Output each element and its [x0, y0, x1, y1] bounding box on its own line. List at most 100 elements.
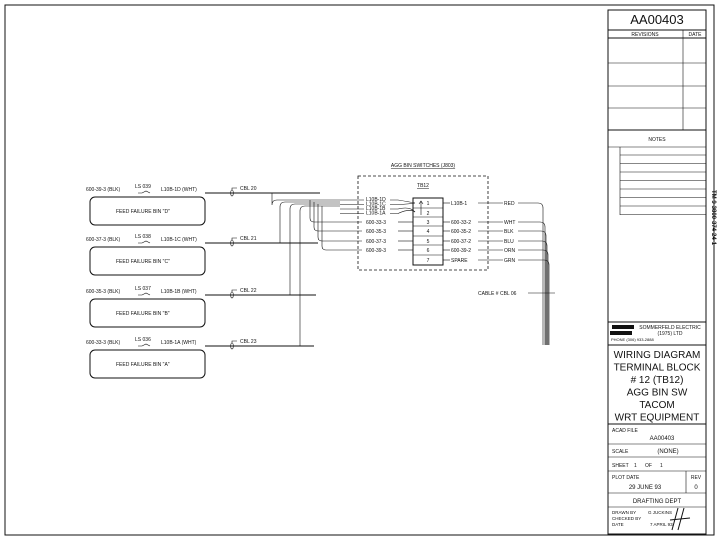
drafting-dept: DRAFTING DEPT [633, 499, 682, 505]
route-wire [321, 206, 362, 251]
terminal-number: 4 [427, 229, 430, 235]
wire-color: GRN [504, 258, 516, 264]
input-wire-label: 600-35-3 (BLK) [86, 289, 121, 295]
terminal-row: 7 SPARE GRN [413, 254, 550, 345]
feed-device-label: FEED FAILURE BIN "C" [116, 259, 170, 265]
scale-value: (NONE) [657, 449, 678, 455]
title-line: TACOM [639, 400, 674, 411]
terminal-number: 3 [427, 220, 430, 226]
top-input-label: L10B-1D [366, 197, 386, 203]
title-block: AA00403 REVISIONS DATE NOTES SOMMERFELD … [607, 9, 707, 535]
rev-label: REV [691, 475, 702, 481]
notes-lines [619, 147, 706, 215]
route-wire [317, 204, 362, 242]
revisions-header: REVISIONS [631, 32, 659, 38]
cable-label: CBL 23 [240, 339, 257, 345]
switch-symbol [138, 240, 151, 244]
enclosure-boundary [357, 175, 489, 271]
wire-color: ORN [504, 248, 516, 254]
title-line: WIRING DIAGRAM [614, 350, 701, 361]
terminal-number: 1 [427, 201, 430, 207]
drawn-by-value: G JUCKINS [648, 510, 672, 515]
terminal-number: 7 [427, 258, 430, 264]
notes-header: NOTES [648, 137, 666, 143]
terminal-block-label: TB12 [417, 183, 429, 189]
title-block-frame [607, 9, 707, 535]
cable-label: CBL 22 [240, 288, 257, 294]
output-wire [518, 240, 548, 345]
output-wire [518, 230, 547, 345]
signature [669, 507, 691, 531]
output-wire-label: L10B-1B (WHT) [161, 289, 197, 295]
terminal-number: 2 [427, 211, 430, 217]
date-label: DATE [612, 522, 624, 527]
switch-symbol [138, 343, 151, 347]
wire-color: WHT [504, 220, 515, 226]
drawn-by-label: DRAWN BY [612, 510, 636, 515]
terminal-row: 3 600-33-3 600-33-2 WHT [366, 216, 546, 345]
checked-by-label: CHECKED BY [612, 516, 641, 521]
terminal-right-wire: 600-35-2 [451, 229, 471, 235]
company-year: (1975) LTD [658, 331, 683, 337]
feed-device-label: FEED FAILURE BIN "A" [116, 362, 170, 368]
feed-device-label: FEED FAILURE BIN "B" [116, 311, 170, 317]
output-wire [518, 259, 550, 345]
terminal-row: 2 [413, 207, 443, 217]
switch-label: LS 037 [135, 286, 151, 292]
sheet-border [4, 4, 715, 536]
switch-label: LS 036 [135, 337, 151, 343]
feed-device-box [89, 246, 206, 276]
terminal-left-wire: 600-39-3 [366, 248, 386, 254]
feed-device-box [89, 349, 206, 379]
feed-device-label: FEED FAILURE BIN "D" [116, 209, 170, 215]
output-wire-label: L10B-1A (WHT) [161, 340, 197, 346]
side-label: TM 9-3800-374-24-1 [710, 190, 716, 246]
switch-label: LS 038 [135, 234, 151, 240]
terminal-right-wire: L10B-1 [451, 201, 467, 207]
sheet-label: SHEET [612, 463, 629, 469]
switch-label: LS 039 [135, 184, 151, 190]
revisions-date-header: DATE [689, 32, 703, 38]
sheet-total: 1 [660, 463, 663, 469]
acad-file-label: ACAD FILE [612, 428, 639, 434]
terminal-row: 4 600-35-3 600-35-2 BLK [366, 225, 547, 345]
terminal-right-wire: SPARE [451, 258, 468, 264]
terminal-left-wire: 600-37-3 [366, 239, 386, 245]
rev-value: 0 [694, 485, 698, 491]
input-wire-label: 600-39-3 (BLK) [86, 187, 121, 193]
terminal-left-wire: 600-35-3 [366, 229, 386, 235]
input-wire-label: 600-37-3 (BLK) [86, 237, 121, 243]
top-input-label: L10B-1A [366, 211, 386, 217]
feed-device-box [89, 298, 206, 328]
scale-label: SCALE [612, 449, 629, 455]
route-wire [289, 203, 340, 295]
terminal-right-wire: 600-33-2 [451, 220, 471, 226]
route-wire [313, 202, 362, 232]
feed-device-box [89, 196, 206, 226]
title-line: WRT EQUIPMENT [615, 413, 700, 424]
wire-color: BLK [504, 229, 514, 235]
drawing-number: AA00403 [630, 12, 684, 27]
plot-date-label: PLOT DATE [612, 475, 640, 481]
company-logo [610, 325, 634, 335]
route-wire [271, 193, 340, 206]
plot-date-value: 29 JUNE 93 [629, 485, 662, 491]
output-cable-label: CABLE # CBL 06 [478, 291, 517, 297]
top-input-label: L10B-1B [366, 206, 386, 212]
terminal-left-wire: 600-33-3 [366, 220, 386, 226]
acad-file-value: AA00403 [650, 436, 675, 442]
terminal-right-wire: 600-37-2 [451, 239, 471, 245]
company-name: SOMMERFELD ELECTRIC [639, 325, 701, 331]
wire-color: BLU [504, 239, 514, 245]
output-wire-label: L10B-1C (WHT) [161, 237, 197, 243]
terminal-strip [412, 197, 444, 266]
title-line: AGG BIN SW [627, 388, 688, 399]
